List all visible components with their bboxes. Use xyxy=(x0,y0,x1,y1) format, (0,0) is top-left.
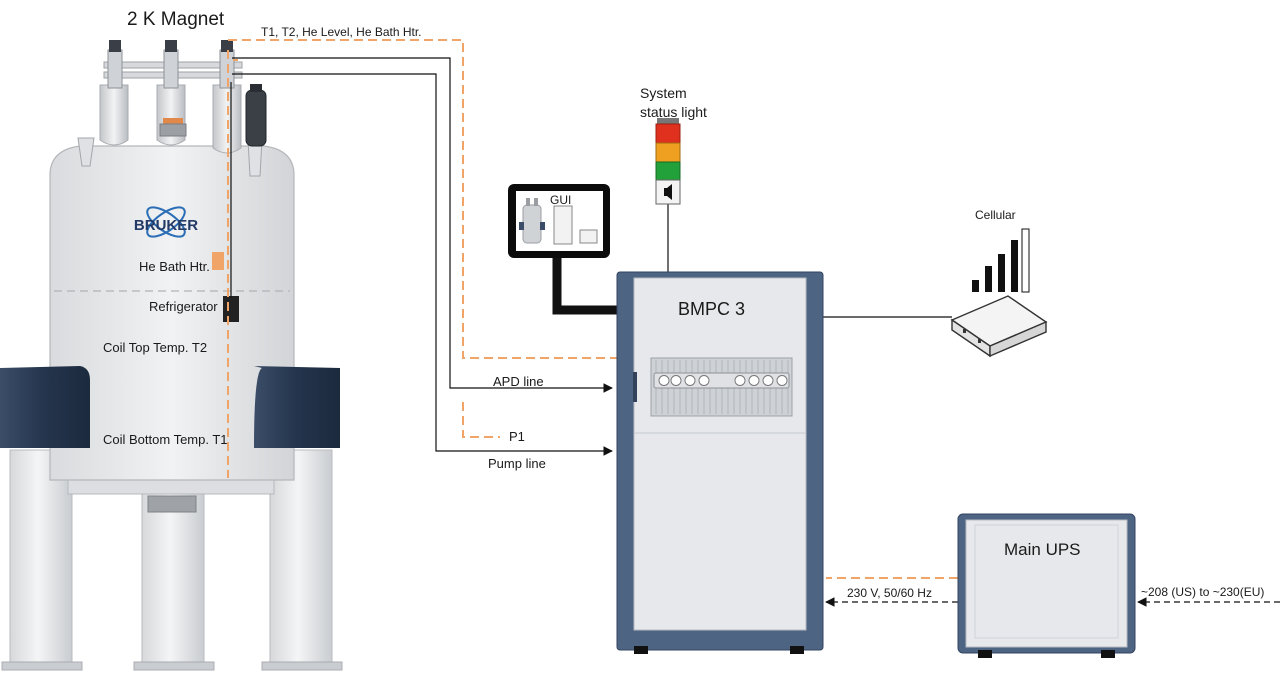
status-light xyxy=(655,118,681,205)
magnet: BRUKER xyxy=(0,40,343,671)
bruker-logo: BRUKER xyxy=(134,206,198,238)
sensor-bus-label: T1, T2, He Level, He Bath Htr. xyxy=(261,25,422,39)
status-light-label-2: status light xyxy=(640,104,707,120)
pump-line xyxy=(232,73,613,456)
gui-label: GUI xyxy=(550,193,572,207)
apd-line-label: APD line xyxy=(493,374,544,389)
ups-output-label: 230 V, 50/60 Hz xyxy=(847,586,932,600)
cellular-router xyxy=(950,228,1048,358)
refrigerator-label: Refrigerator xyxy=(149,299,218,314)
status-light-red xyxy=(655,123,681,144)
magnet-dewar xyxy=(49,145,295,481)
magnet-side-block-right xyxy=(254,366,340,448)
apd-line xyxy=(232,57,613,393)
main-ups xyxy=(957,513,1136,658)
status-light-amber xyxy=(655,142,681,163)
magnet-side-block-left xyxy=(0,366,90,448)
status-light-green xyxy=(655,161,681,181)
magnet-legs xyxy=(1,449,343,671)
sensor-bus-line xyxy=(228,39,617,359)
refrigerator-unit xyxy=(223,296,239,322)
coil-bottom-label: Coil Bottom Temp. T1 xyxy=(103,432,228,447)
connections xyxy=(227,39,1280,607)
bruker-brand-text: BRUKER xyxy=(134,217,198,234)
ups-input-label: ~208 (US) to ~230(EU) xyxy=(1141,585,1265,599)
cellular-label: Cellular xyxy=(975,208,1016,222)
he-bath-heater xyxy=(212,252,224,270)
bmpc-cabinet xyxy=(616,271,824,654)
magnet-title: 2 K Magnet xyxy=(127,9,225,30)
pump-line-label: Pump line xyxy=(488,456,546,471)
speaker-icon xyxy=(664,184,672,200)
gui-monitor xyxy=(508,184,617,315)
bmpc-label: BMPC 3 xyxy=(678,299,746,319)
magnet-towers xyxy=(77,40,267,177)
status-light-label-1: System xyxy=(640,85,687,101)
he-bath-htr-label: He Bath Htr. xyxy=(139,259,210,274)
coil-top-label: Coil Top Temp. T2 xyxy=(103,340,208,355)
p1-label: P1 xyxy=(509,429,525,444)
ups-label: Main UPS xyxy=(1004,540,1081,559)
